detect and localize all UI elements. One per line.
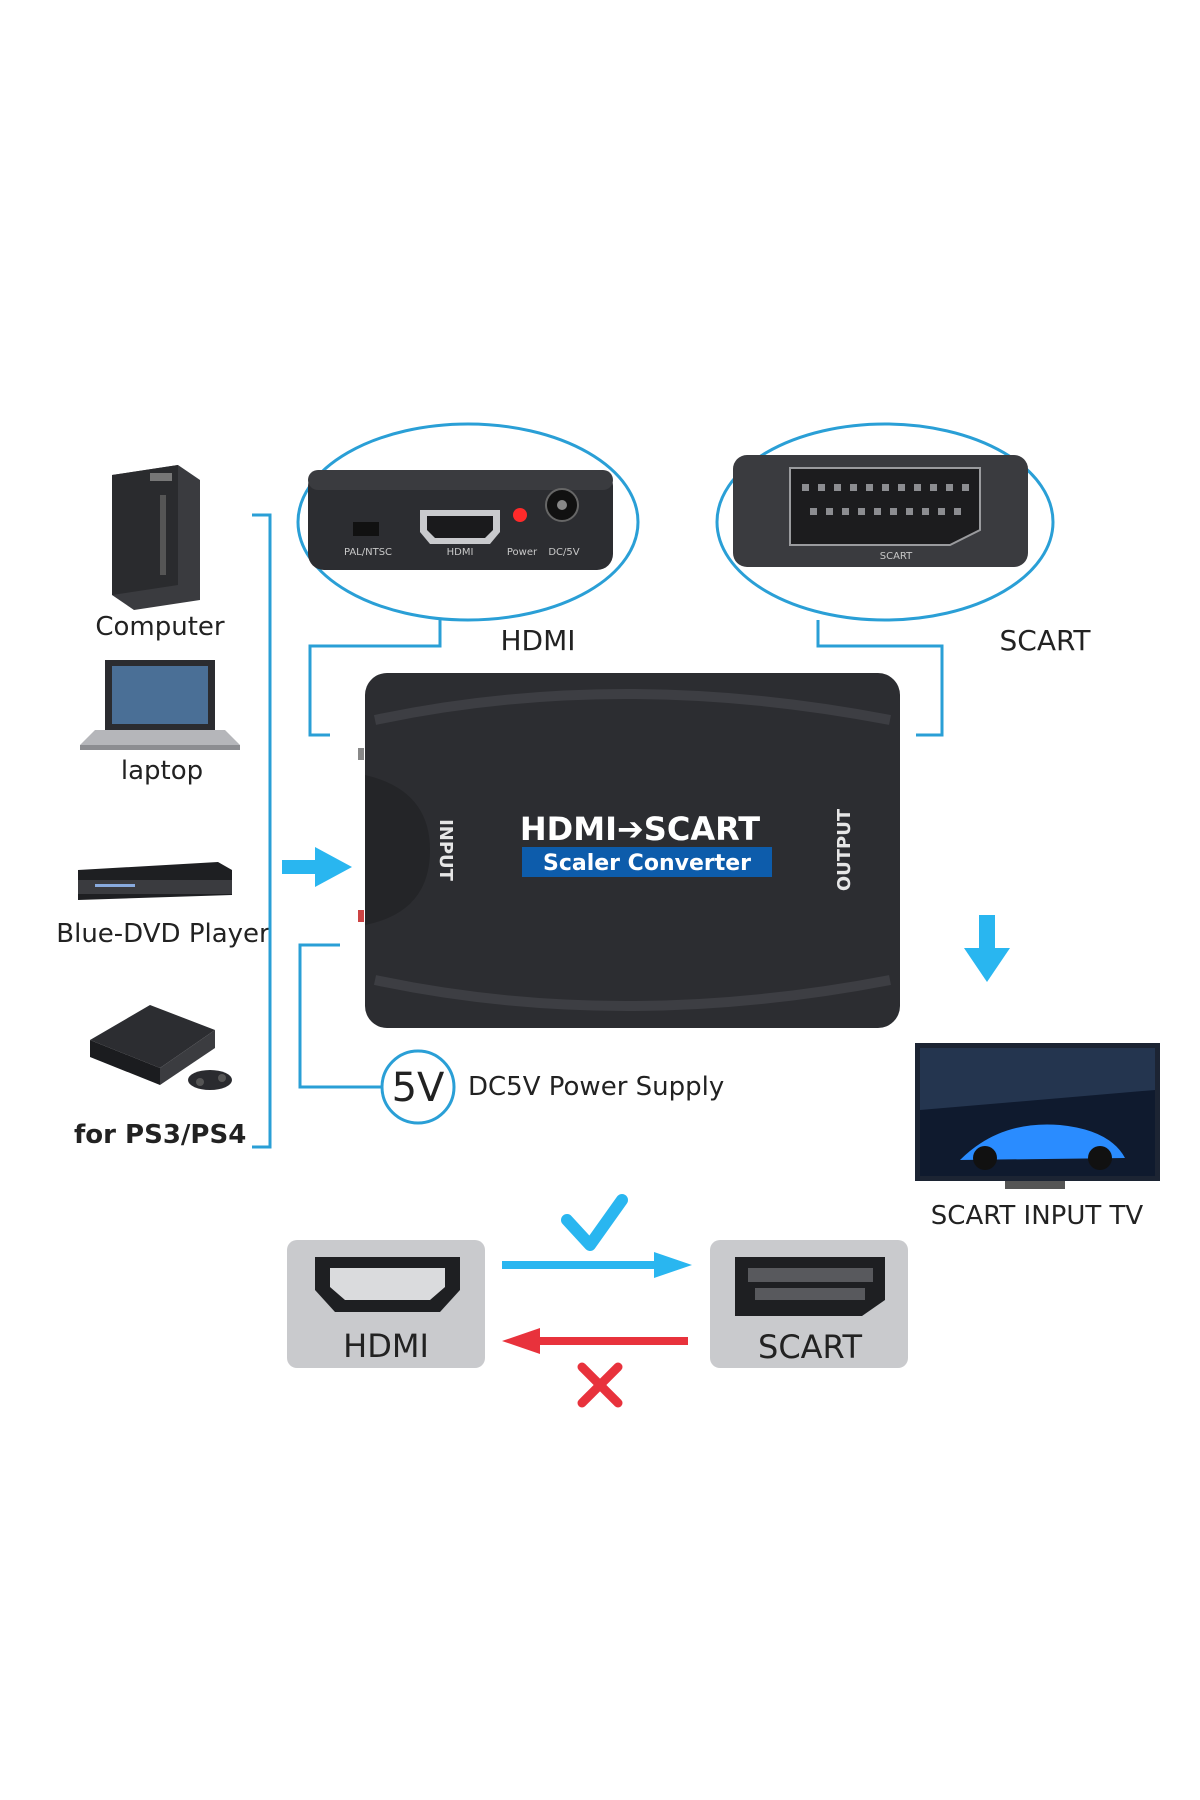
power-led-icon xyxy=(513,508,527,522)
source-label: Blue-DVD Player xyxy=(56,919,270,949)
unsupported-direction-arrow xyxy=(502,1328,688,1354)
scart-port-icon xyxy=(789,467,981,546)
power-connector xyxy=(298,943,382,1089)
scart-callout-connector xyxy=(816,620,944,737)
computer-icon xyxy=(112,465,200,610)
input-label: INPUT xyxy=(435,819,456,882)
panel-label: Power xyxy=(507,547,538,558)
panel-label: SCART xyxy=(880,551,913,562)
panel-label: HDMI xyxy=(447,547,474,558)
source-bracket xyxy=(252,513,272,1149)
source-label: Computer xyxy=(95,612,225,642)
down-arrow-icon xyxy=(964,915,1010,982)
scart-connector-icon xyxy=(735,1257,885,1316)
callout-label: HDMI xyxy=(500,624,575,657)
supported-direction-arrow xyxy=(502,1252,692,1278)
hdmi-port-icon xyxy=(420,510,500,544)
power-badge: 5V xyxy=(380,1049,456,1125)
subtitle-badge xyxy=(522,847,772,877)
source-label: for PS3/PS4 xyxy=(74,1120,246,1150)
power-label: DC5V Power Supply xyxy=(468,1072,724,1102)
laptop-icon xyxy=(80,660,240,750)
screen-label: SCART INPUT TV xyxy=(931,1201,1144,1231)
hdmi-port-callout: PAL/NTSC HDMI Power DC/5V xyxy=(296,422,640,622)
dvd-player-icon xyxy=(78,862,232,900)
hdmi-connector-icon xyxy=(315,1257,460,1312)
cross-icon xyxy=(577,1362,623,1408)
scart-port-callout: SCART xyxy=(715,422,1055,622)
tile-label: SCART xyxy=(758,1328,862,1366)
hdmi-callout-connector xyxy=(308,620,442,737)
game-console-icon xyxy=(90,1005,232,1090)
tile-label: HDMI xyxy=(343,1327,429,1365)
callout-label: SCART xyxy=(1000,624,1092,657)
input-arrow-icon xyxy=(282,847,352,887)
hdmi-tile: HDMI xyxy=(287,1240,485,1368)
power-badge-text: 5V xyxy=(392,1065,445,1111)
scart-tile: SCART xyxy=(710,1240,908,1368)
panel-label: DC/5V xyxy=(548,547,579,558)
dc-jack-icon xyxy=(545,488,579,522)
output-label: OUTPUT xyxy=(834,808,855,891)
pal-ntsc-switch-icon xyxy=(353,522,379,536)
converter-title: HDMI➔SCART xyxy=(520,810,760,848)
source-label: laptop xyxy=(121,756,203,786)
tv-screen xyxy=(915,1043,1160,1189)
converter-subtitle: Scaler Converter xyxy=(543,851,751,876)
converter-device: HDMI➔SCART Scaler Converter INPUT OUTPUT xyxy=(358,673,900,1028)
panel-label: PAL/NTSC xyxy=(344,547,392,558)
check-icon xyxy=(561,1194,628,1251)
